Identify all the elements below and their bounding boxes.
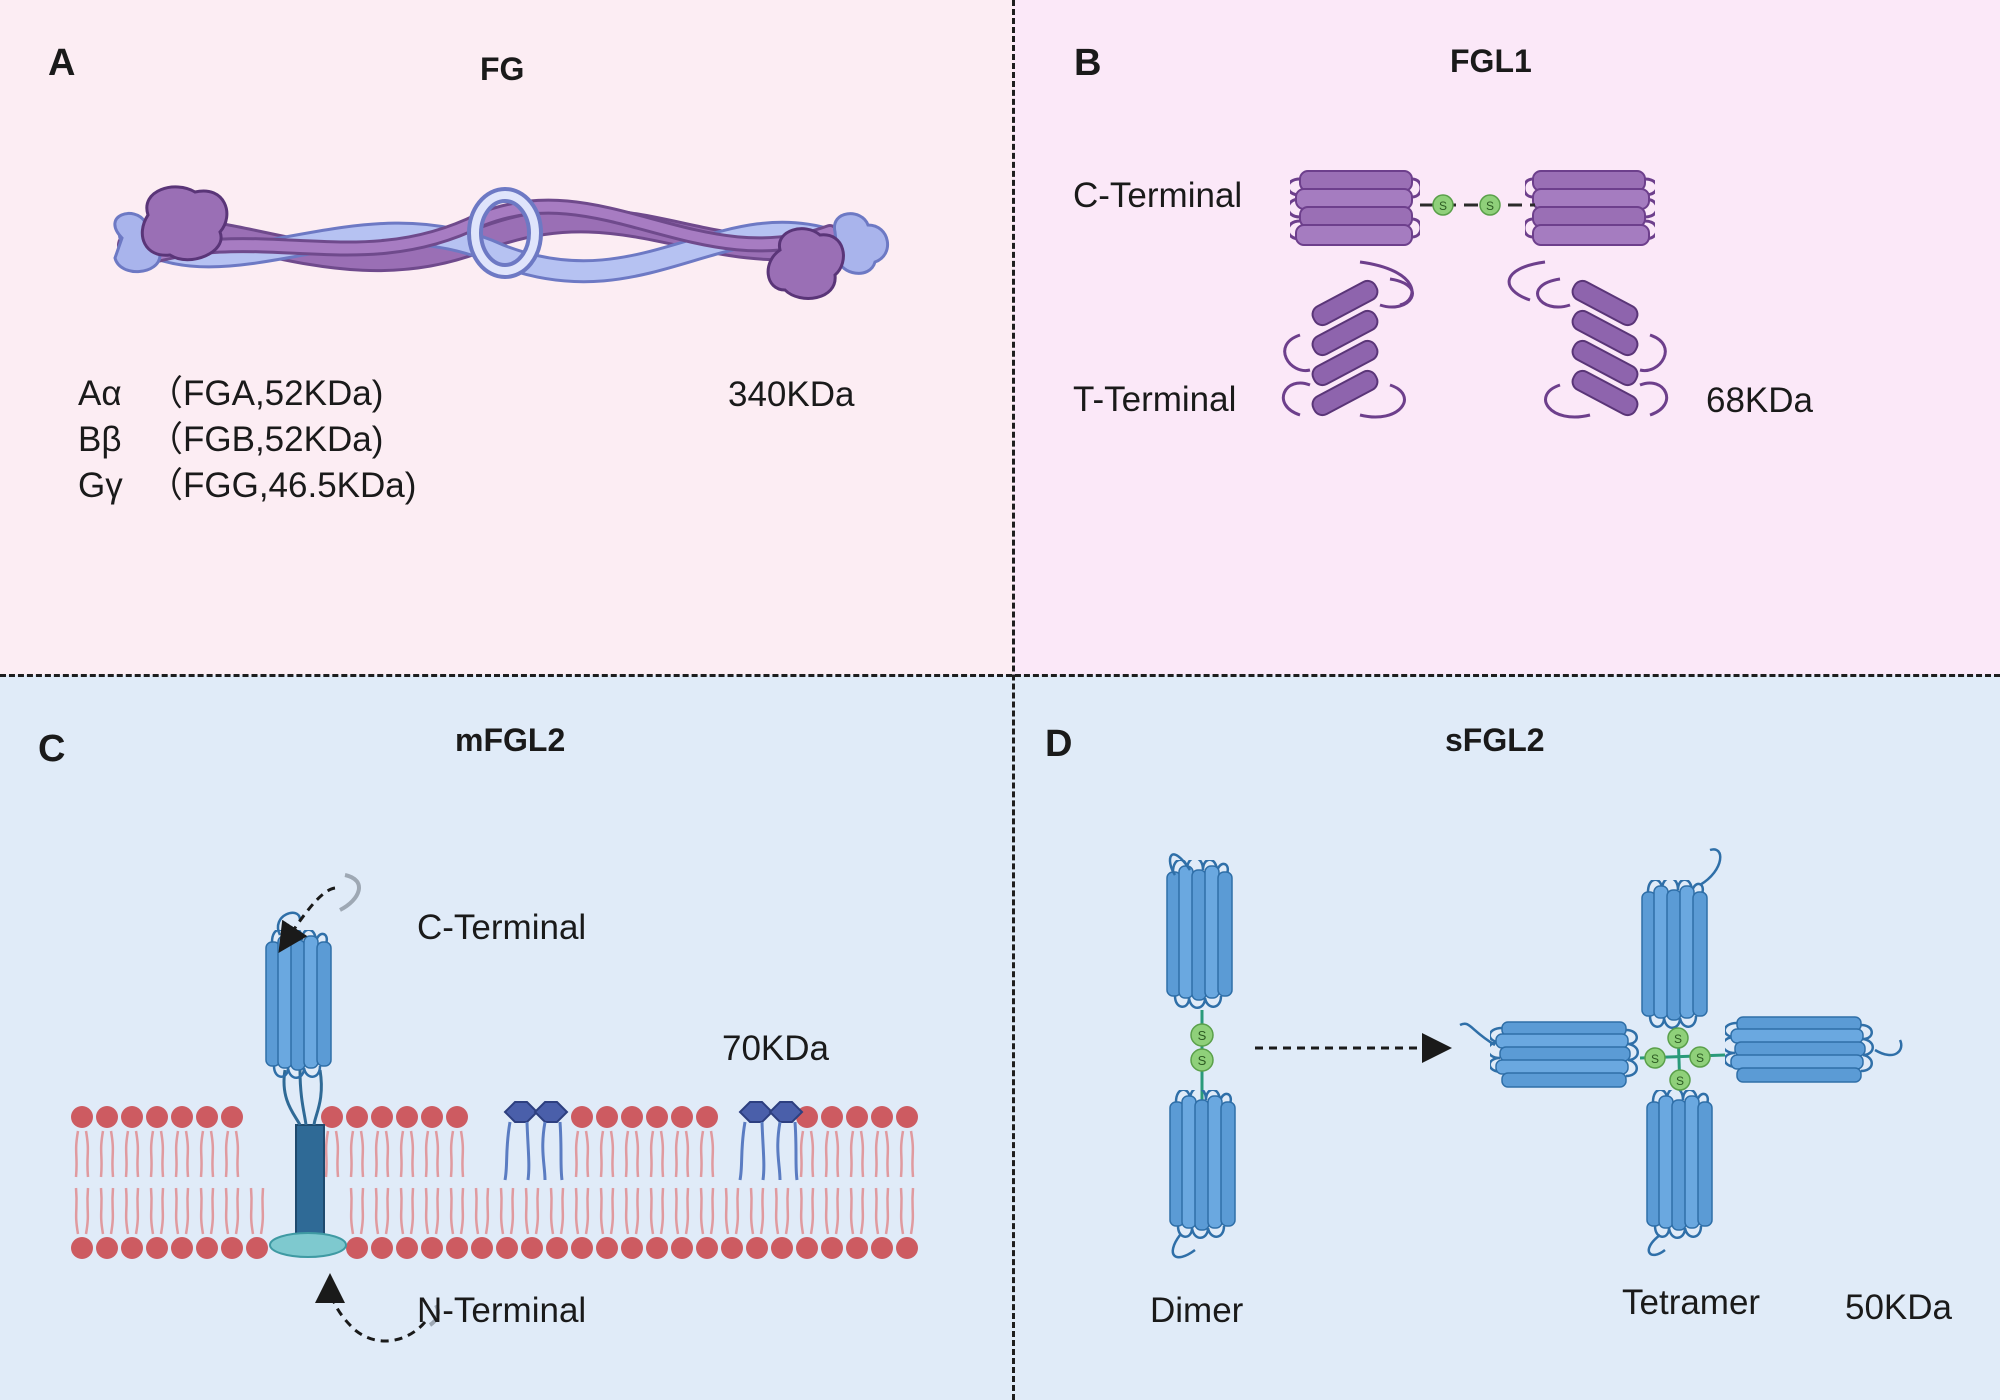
fibrinogen-molecule xyxy=(113,185,890,300)
panel-letter-c: C xyxy=(38,728,66,770)
fgl1-c-terminal-label: C-Terminal xyxy=(1073,176,1243,215)
horizontal-divider xyxy=(0,674,2000,677)
panel-letter-b: B xyxy=(1074,42,1102,84)
fgl1-t-terminal-label: T-Terminal xyxy=(1073,380,1237,419)
chain-label: Aα xyxy=(78,374,122,413)
fgl1-mass-label: 68KDa xyxy=(1706,381,1814,420)
panel-b xyxy=(1013,0,2000,675)
lipid-bilayer xyxy=(71,1106,918,1259)
panel-title-mfgl2: mFGL2 xyxy=(455,722,566,758)
disulfide-label: S xyxy=(1439,199,1447,213)
disulfide-label: S xyxy=(1676,1074,1684,1088)
chain-label: Gγ xyxy=(78,466,123,505)
sfgl2-tetramer-label: Tetramer xyxy=(1622,1283,1761,1322)
disulfide-label: S xyxy=(1696,1051,1704,1065)
glycolipid-hexagons xyxy=(503,1101,804,1181)
chain-row-gamma: Gγ （FGG,46.5KDa) xyxy=(78,468,416,503)
disulfide-label: S xyxy=(1651,1052,1659,1066)
sfgl2-tetramer: S S S S xyxy=(1459,848,1903,1257)
disulfide-label: S xyxy=(1674,1032,1682,1046)
fgl1-molecule: S S xyxy=(1281,169,1669,420)
chain-row-beta: Bβ （FGB,52KDa) xyxy=(78,422,383,457)
chain-row-alpha: Aα （FGA,52KDa) xyxy=(78,376,383,411)
chain-detail: （FGG,46.5KDa) xyxy=(148,466,417,505)
panel-a xyxy=(0,0,1013,675)
sfgl2-dimer-label: Dimer xyxy=(1150,1291,1244,1330)
chain-detail: （FGB,52KDa) xyxy=(148,420,384,459)
fg-mass-label: 340KDa xyxy=(728,375,855,414)
sfgl2-mass-label: 50KDa xyxy=(1845,1288,1953,1327)
panel-c xyxy=(0,675,1013,1400)
panel-title-fgl1: FGL1 xyxy=(1450,43,1532,79)
disulfide-label: S xyxy=(1198,1028,1207,1043)
disulfide-label: S xyxy=(1486,199,1494,213)
panel-title-fg: FG xyxy=(480,51,525,87)
chain-label: Bβ xyxy=(78,420,122,459)
mfgl2-protein xyxy=(264,873,440,1343)
mfgl2-mass-label: 70KDa xyxy=(722,1029,830,1068)
mfgl2-c-terminal-label: C-Terminal xyxy=(417,908,587,947)
panel-letter-d: D xyxy=(1045,723,1073,765)
vertical-divider xyxy=(1012,0,1015,1400)
chain-detail: （FGA,52KDa) xyxy=(148,374,384,413)
panel-letter-a: A xyxy=(48,42,76,84)
mfgl2-n-terminal-label: N-Terminal xyxy=(417,1291,587,1330)
sfgl2-dimer: S S xyxy=(1165,853,1237,1259)
disulfide-label: S xyxy=(1198,1053,1207,1068)
panel-title-sfgl2: sFGL2 xyxy=(1445,722,1545,758)
